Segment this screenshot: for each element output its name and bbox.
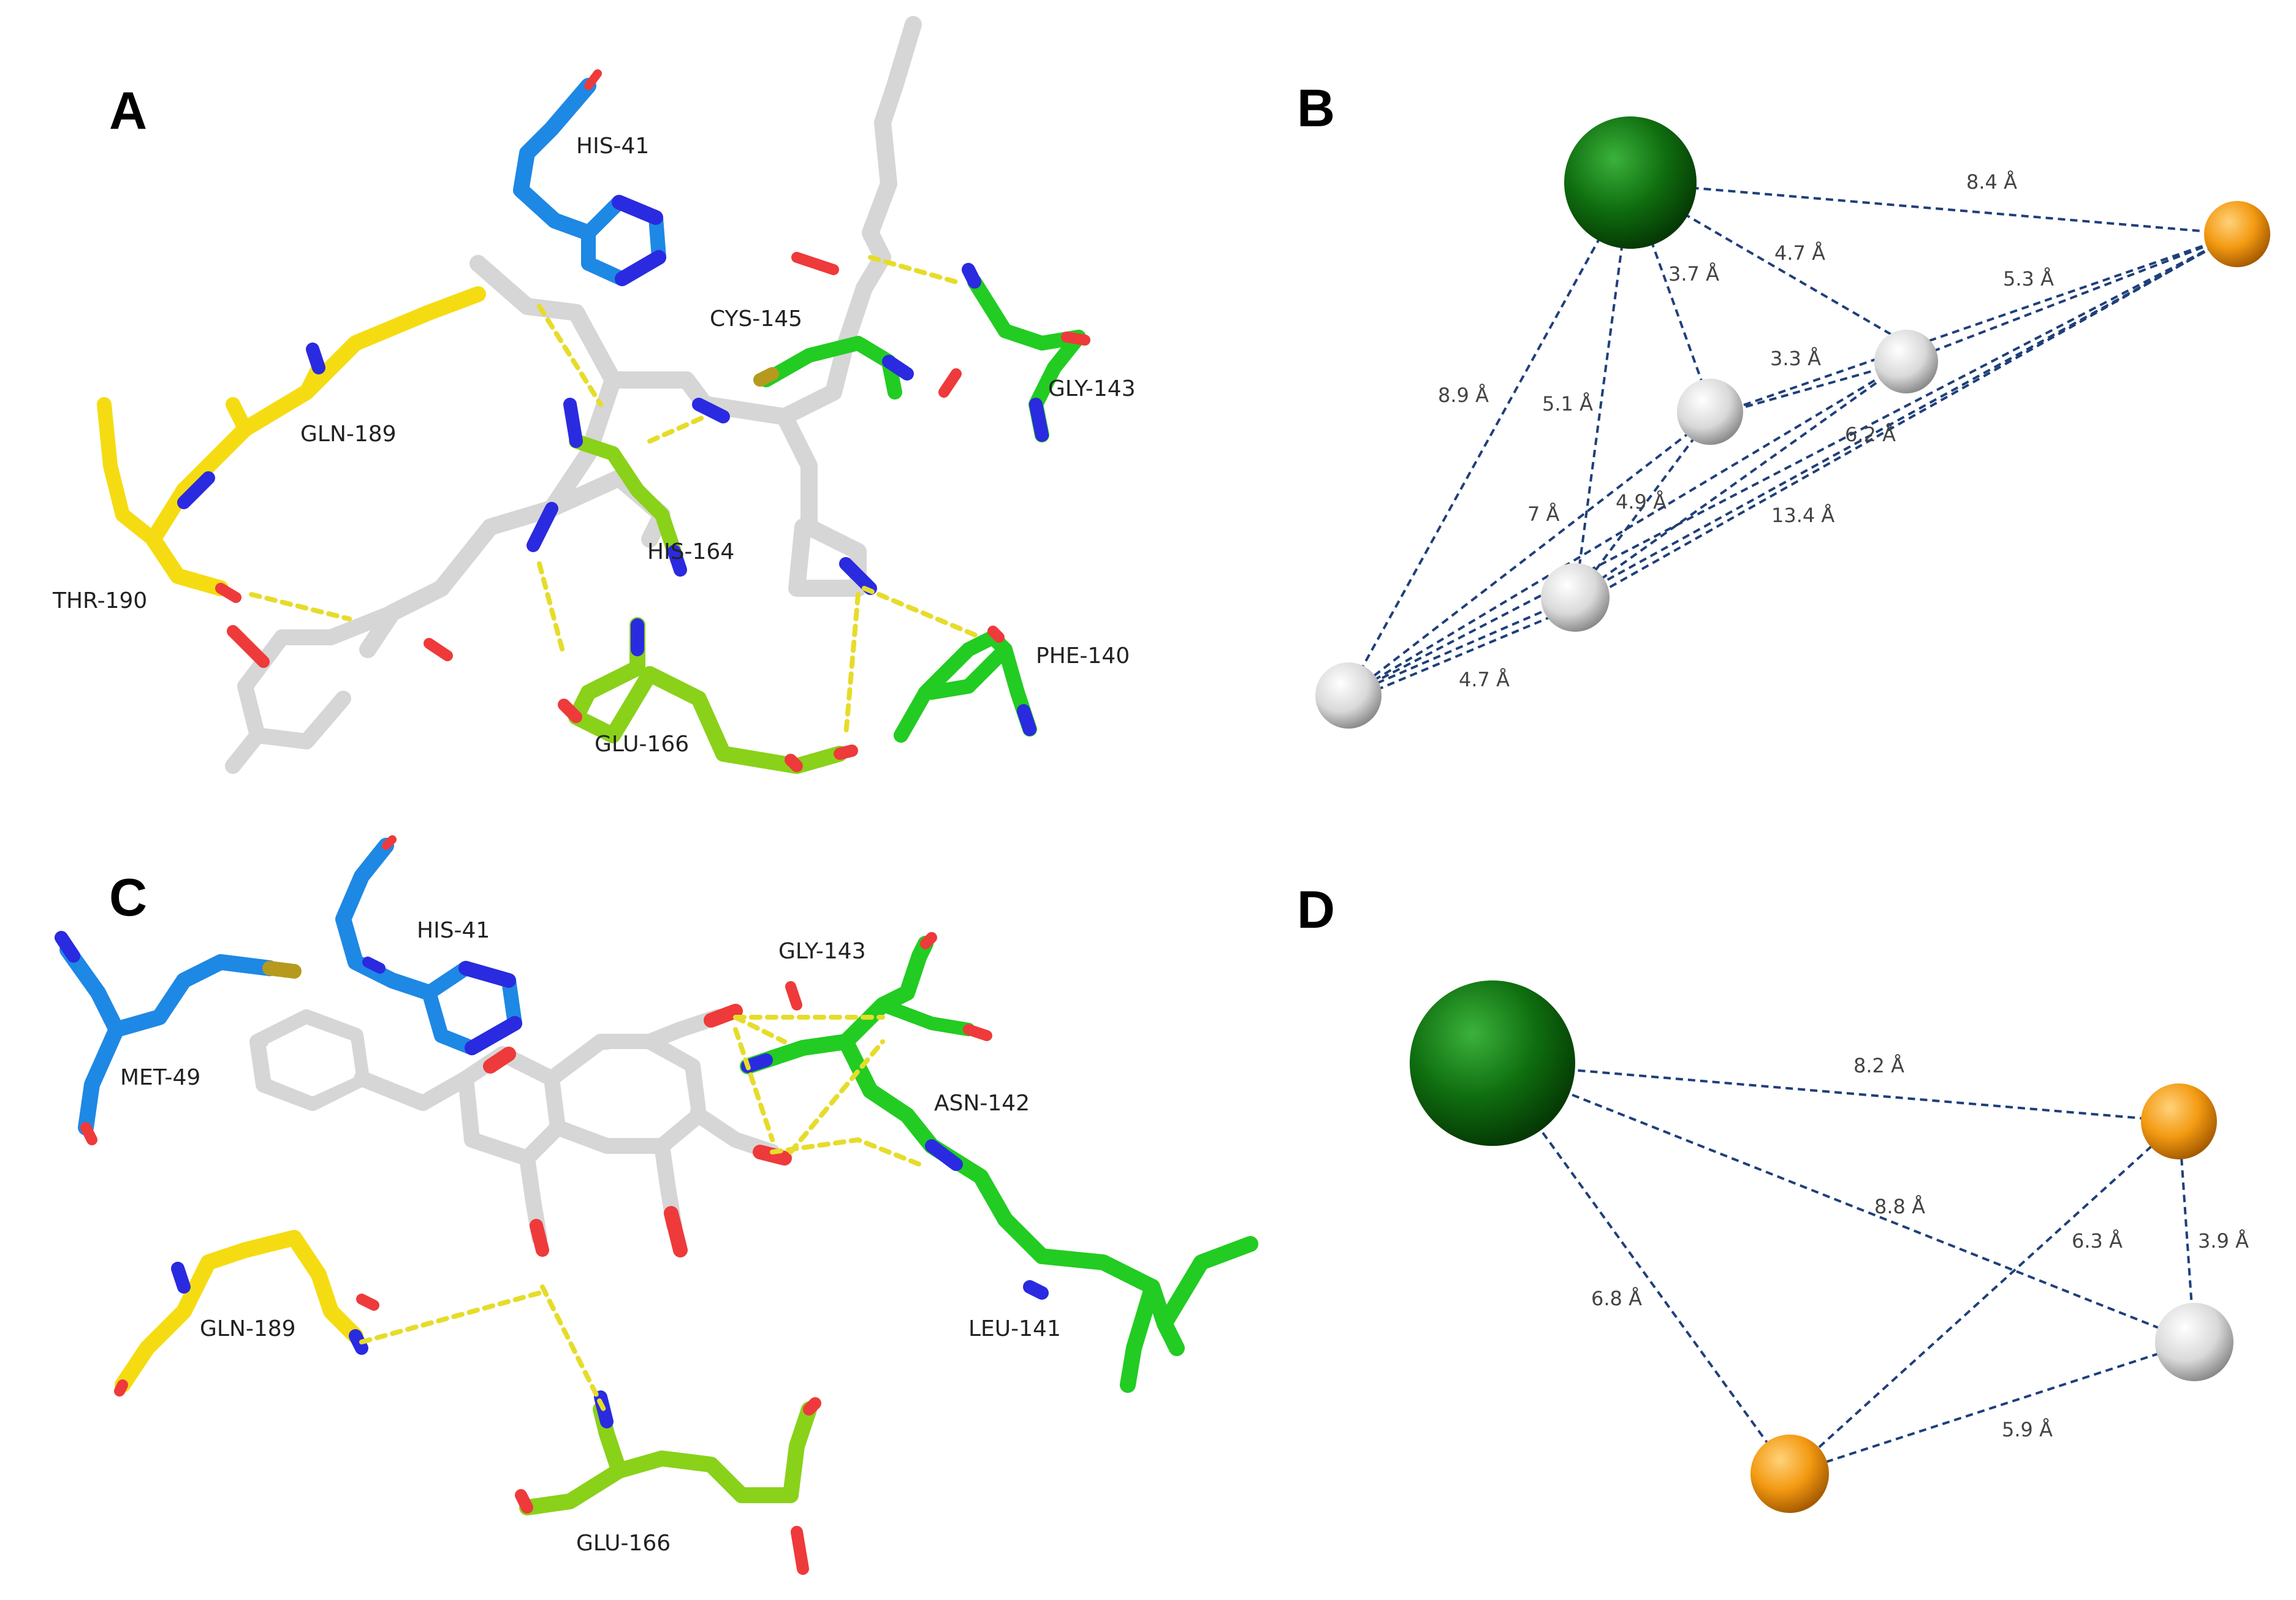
distance-label-b-8: 7 Å — [1527, 502, 1560, 526]
residue-met49-stick — [55, 931, 302, 1145]
distance-label-b-5: 8.9 Å — [1438, 384, 1489, 407]
distance-label-b-7: 6.2 Å — [1845, 423, 1896, 446]
distance-label-b-6: 5.1 Å — [1542, 392, 1593, 415]
distance-label-b-1: 4.7 Å — [1774, 241, 1825, 265]
ligand-c-stick — [249, 1004, 792, 1257]
label-his41-c: HIS-41 — [417, 918, 490, 943]
residue-phe140-stick — [894, 626, 1037, 743]
label-his41-a: HIS-41 — [576, 134, 649, 159]
residue-his41-stick — [513, 69, 666, 286]
distance-label-b-0: 8.4 Å — [1966, 170, 2017, 194]
residue-his41c-stick — [335, 835, 522, 1055]
label-leu141-c: LEU-141 — [968, 1316, 1061, 1341]
label-gln189-c: GLN-189 — [200, 1316, 296, 1341]
panel-b: B 8.4 Å 4 — [1297, 79, 2270, 729]
residue-gln189c-stick — [114, 1230, 379, 1397]
sphere-orange-d-2 — [1751, 1435, 1829, 1513]
ligand-a-stick — [225, 16, 922, 774]
label-his164-a: HIS-164 — [647, 539, 734, 564]
panel-letter-c: C — [109, 868, 147, 927]
hbonds-panel-c — [359, 1015, 922, 1412]
panel-letter-b: B — [1297, 79, 1335, 138]
distance-label-d-0: 8.2 Å — [1853, 1054, 1904, 1077]
residue-gly143-stick — [938, 263, 1090, 442]
panel-a: A — [52, 16, 1136, 774]
distance-label-d-1: 8.8 Å — [1874, 1195, 1925, 1218]
sphere-green-b — [1564, 116, 1697, 249]
residue-glu166-stick — [558, 617, 858, 774]
label-glu166-a: GLU-166 — [595, 732, 689, 757]
distance-label-d-2: 6.3 Å — [2072, 1229, 2123, 1253]
distance-label-d-5: 5.9 Å — [2002, 1418, 2053, 1441]
sphere-orange-d-1 — [2141, 1083, 2217, 1159]
label-gly143-a: GLY-143 — [1048, 376, 1136, 401]
distance-label-b-10: 13.4 Å — [1771, 504, 1834, 527]
label-thr190-a: THR-190 — [52, 588, 147, 613]
label-gln189-a: GLN-189 — [300, 422, 397, 447]
sphere-white-d — [2155, 1303, 2233, 1381]
sphere-white-b-1 — [1874, 330, 1938, 393]
sphere-orange-b — [2204, 201, 2270, 267]
pharmacophore-d-distance-lines — [1491, 1062, 2195, 1475]
label-met49-c: MET-49 — [120, 1065, 200, 1090]
sphere-white-b-3 — [1541, 563, 1610, 632]
sphere-green-d — [1410, 980, 1575, 1146]
distance-label-d-4: 6.8 Å — [1591, 1287, 1642, 1310]
distance-label-b-3: 5.3 Å — [2003, 267, 2054, 290]
residue-glu166c-stick — [515, 1390, 821, 1575]
label-gly143-c: GLY-143 — [778, 939, 866, 964]
label-glu166-c: GLU-166 — [576, 1531, 671, 1556]
residue-gln189-stick — [97, 286, 486, 603]
distance-label-b-9: 4.9 Å — [1616, 490, 1667, 514]
distance-label-b-2: 3.7 Å — [1668, 262, 1719, 286]
residue-gly143c-stick — [740, 932, 1258, 1393]
panel-d: D 8.2 Å 8.8 Å 6.3 Å 3.9 Å 6.8 Å 5.9 Å — [1297, 881, 2249, 1513]
distance-label-b-4: 3.3 Å — [1770, 347, 1821, 370]
hbonds-panel-a — [249, 255, 983, 738]
label-phe140-a: PHE-140 — [1036, 643, 1130, 669]
residue-his164-stick — [563, 398, 687, 577]
distance-label-b-11: 4.7 Å — [1459, 668, 1510, 691]
sphere-white-b-2 — [1677, 379, 1743, 445]
residue-cys145-stick — [753, 336, 914, 400]
sphere-white-b-4 — [1315, 662, 1382, 729]
panel-c: C — [55, 835, 1258, 1575]
distance-label-d-3: 3.9 Å — [2198, 1229, 2249, 1253]
label-asn142-c: ASN-142 — [934, 1091, 1030, 1116]
panel-letter-d: D — [1297, 881, 1335, 939]
label-cys145-a: CYS-145 — [710, 306, 802, 332]
panel-letter-a: A — [109, 82, 147, 140]
